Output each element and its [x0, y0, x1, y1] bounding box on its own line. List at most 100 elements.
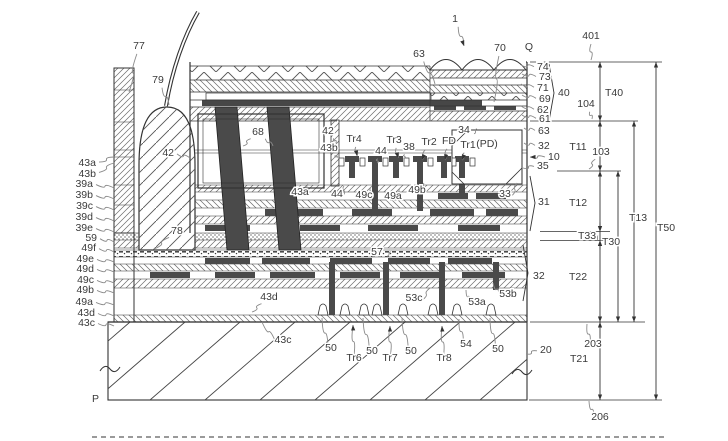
leader-line: [242, 138, 251, 147]
label-43c: 43c: [78, 317, 95, 329]
arrowhead: [530, 154, 536, 160]
label-43b: 43b: [320, 142, 338, 154]
substrate-20: [99, 321, 533, 401]
label-31: 31: [538, 196, 550, 208]
leader-line: [521, 94, 537, 99]
label-T33: T33: [578, 230, 596, 242]
label-53a: 53a: [468, 296, 486, 308]
leader-line: [586, 323, 591, 345]
label-50: 50: [325, 342, 337, 354]
arrowhead: [653, 394, 659, 400]
lower-chip-layers: [114, 232, 527, 322]
leader-line: [589, 43, 593, 61]
label-53b: 53b: [499, 288, 517, 300]
label-10: 10: [548, 151, 560, 163]
label-44: 44: [375, 145, 387, 157]
label-68: 68: [252, 126, 264, 138]
leader-line: [522, 165, 535, 170]
arrowhead: [615, 171, 621, 177]
leader-line: [521, 114, 537, 119]
leader-line: [525, 350, 538, 355]
arrowhead: [387, 326, 393, 332]
label-73: 73: [539, 71, 551, 83]
leader-line: [261, 321, 276, 342]
leader-line: [99, 238, 115, 243]
label-54: 54: [460, 338, 472, 350]
label-42: 42: [162, 147, 174, 159]
label-Tr7: Tr7: [382, 352, 398, 364]
label-43d: 43d: [260, 291, 278, 303]
leader-line: [596, 235, 599, 241]
arrowhead: [597, 165, 603, 171]
arrowhead: [440, 326, 445, 332]
label-Tr4: Tr4: [346, 133, 362, 145]
upper-transistor-gates: [338, 156, 476, 178]
isolation-box-42: [197, 113, 325, 189]
label-1: 1: [452, 13, 458, 25]
dim-label-T50: T50: [657, 222, 675, 234]
leader-line: [161, 87, 170, 106]
arrowhead: [597, 62, 603, 68]
label-43b: 43b: [78, 168, 96, 180]
leader-line: [489, 317, 496, 350]
arrowhead: [615, 316, 621, 322]
label-32: 32: [538, 140, 550, 152]
leader-line: [251, 303, 262, 313]
microlens: [460, 59, 496, 71]
arrowhead: [597, 322, 603, 328]
label-PD: (PD): [476, 138, 498, 150]
break-mark-right: [511, 368, 533, 376]
bond-wire-79: [164, 10, 200, 107]
leader-line: [375, 158, 379, 164]
label-43c: 43c: [275, 334, 292, 346]
bracket-40: [548, 63, 555, 122]
leader-line: [458, 318, 464, 345]
arrowhead: [353, 150, 359, 156]
arrowhead: [597, 240, 603, 246]
arrowhead: [631, 316, 637, 322]
leader-line: [386, 251, 392, 257]
leader-line: [97, 323, 115, 327]
label-35: 35: [537, 160, 549, 172]
lower-wiring-metal: [150, 258, 505, 298]
leader-line: [369, 186, 373, 197]
label-P: P: [92, 393, 99, 405]
arrowhead: [597, 115, 603, 121]
label-74: 74: [537, 61, 549, 73]
leader-line: [523, 142, 536, 146]
label-49d: 49d: [76, 263, 94, 275]
label-49c: 49c: [77, 274, 94, 286]
leader-line: [342, 185, 346, 196]
leader-line: [264, 138, 274, 147]
label-79: 79: [152, 74, 164, 86]
trench-68-right: [266, 106, 302, 251]
label-63: 63: [538, 125, 550, 137]
label-203: 203: [584, 338, 602, 350]
leader-line: [95, 217, 115, 222]
leader-line: [96, 269, 115, 273]
label-206: 206: [591, 411, 609, 423]
isolation-wall-42-right: [330, 119, 340, 187]
arrowhead: [460, 40, 465, 46]
leader-line: [588, 400, 595, 418]
label-32: 32: [533, 270, 545, 282]
top-layer-stack: [190, 59, 528, 122]
leader-line: [440, 325, 445, 359]
leader-line: [523, 127, 536, 131]
label-63: 63: [413, 48, 425, 60]
label-39c: 39c: [76, 200, 93, 212]
label-38: 38: [403, 141, 415, 153]
label-70: 70: [494, 42, 506, 54]
leader-line: [96, 290, 115, 294]
label-71: 71: [537, 82, 549, 94]
microlens: [492, 59, 528, 71]
dim-label-T22: T22: [569, 271, 587, 283]
label-104: 104: [577, 98, 595, 110]
leader-line: [95, 302, 115, 306]
leader-line: [401, 317, 409, 352]
microlens-array: [428, 59, 528, 71]
label-39a: 39a: [75, 178, 93, 190]
label-Tr2: Tr2: [421, 136, 437, 148]
